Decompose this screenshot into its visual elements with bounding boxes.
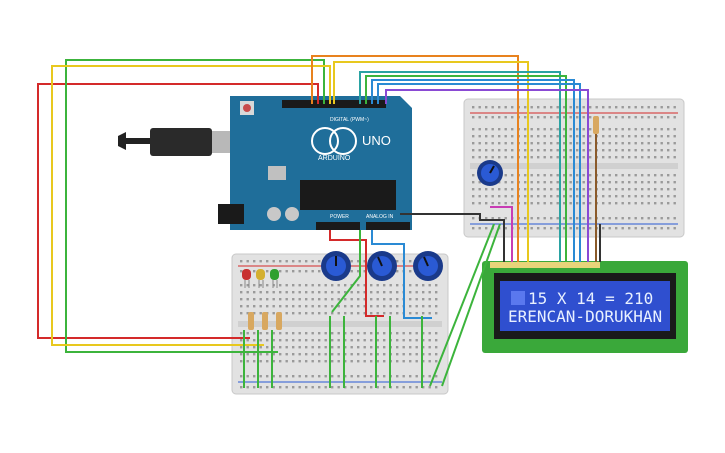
led-red [242, 269, 251, 288]
backlight-resistor [593, 116, 599, 134]
potentiometer-2[interactable] [367, 251, 397, 281]
wire-black [400, 213, 505, 262]
wire-green-long [65, 59, 325, 353]
microcontroller-chip [300, 180, 396, 210]
potentiometer-1[interactable] [321, 251, 351, 281]
breadboard-top-holes [472, 106, 676, 230]
led-yellow [256, 269, 265, 288]
wire-green-gnd [441, 223, 501, 387]
wire-yellow-long [51, 65, 331, 346]
wire-green-pot [331, 230, 361, 313]
wire-magenta [490, 206, 513, 262]
arduino-uno-board: ARDUINO UNO DIGITAL (PWM~) ANALOG IN POW… [218, 96, 412, 230]
lcd-screen [500, 281, 670, 331]
wire-purple [385, 89, 589, 262]
lcd-module: 15 X 14 = 210 ERENCAN-DORUKHAN [482, 261, 688, 353]
wire-blue-lcd-2 [377, 83, 581, 262]
digital-label: DIGITAL (PWM~) [330, 117, 369, 123]
arduino-model-text: UNO [362, 133, 391, 148]
lcd-line-2: ERENCAN-DORUKHAN [508, 307, 662, 326]
resistors [248, 116, 599, 330]
wire-blue-pot [371, 230, 432, 319]
usb-cable [118, 128, 234, 156]
lcd-line-1: 15 X 14 = 210 [528, 289, 653, 308]
wire-green-gnd-2 [429, 223, 495, 387]
wire-red-pot [329, 230, 384, 317]
arduino-brand-text: ARDUINO [318, 155, 351, 162]
reset-button[interactable] [243, 104, 251, 112]
potentiometer-3[interactable] [413, 251, 443, 281]
wire-yellow-lcd [333, 61, 529, 262]
led-green [270, 269, 279, 288]
wire-green-lcd [365, 75, 567, 262]
potentiometer-lcd-contrast[interactable] [477, 160, 503, 186]
breadboard-bottom [231, 253, 449, 395]
wire-blue-lcd [371, 79, 575, 262]
wire-teal [359, 71, 561, 262]
analog-label: ANALOG IN [366, 214, 394, 220]
wires [37, 55, 601, 388]
arduino-logo-icon [311, 127, 339, 155]
power-label: POWER [330, 214, 349, 220]
wire-red [37, 83, 319, 339]
wire-orange [311, 55, 519, 262]
power-jack [218, 204, 244, 224]
